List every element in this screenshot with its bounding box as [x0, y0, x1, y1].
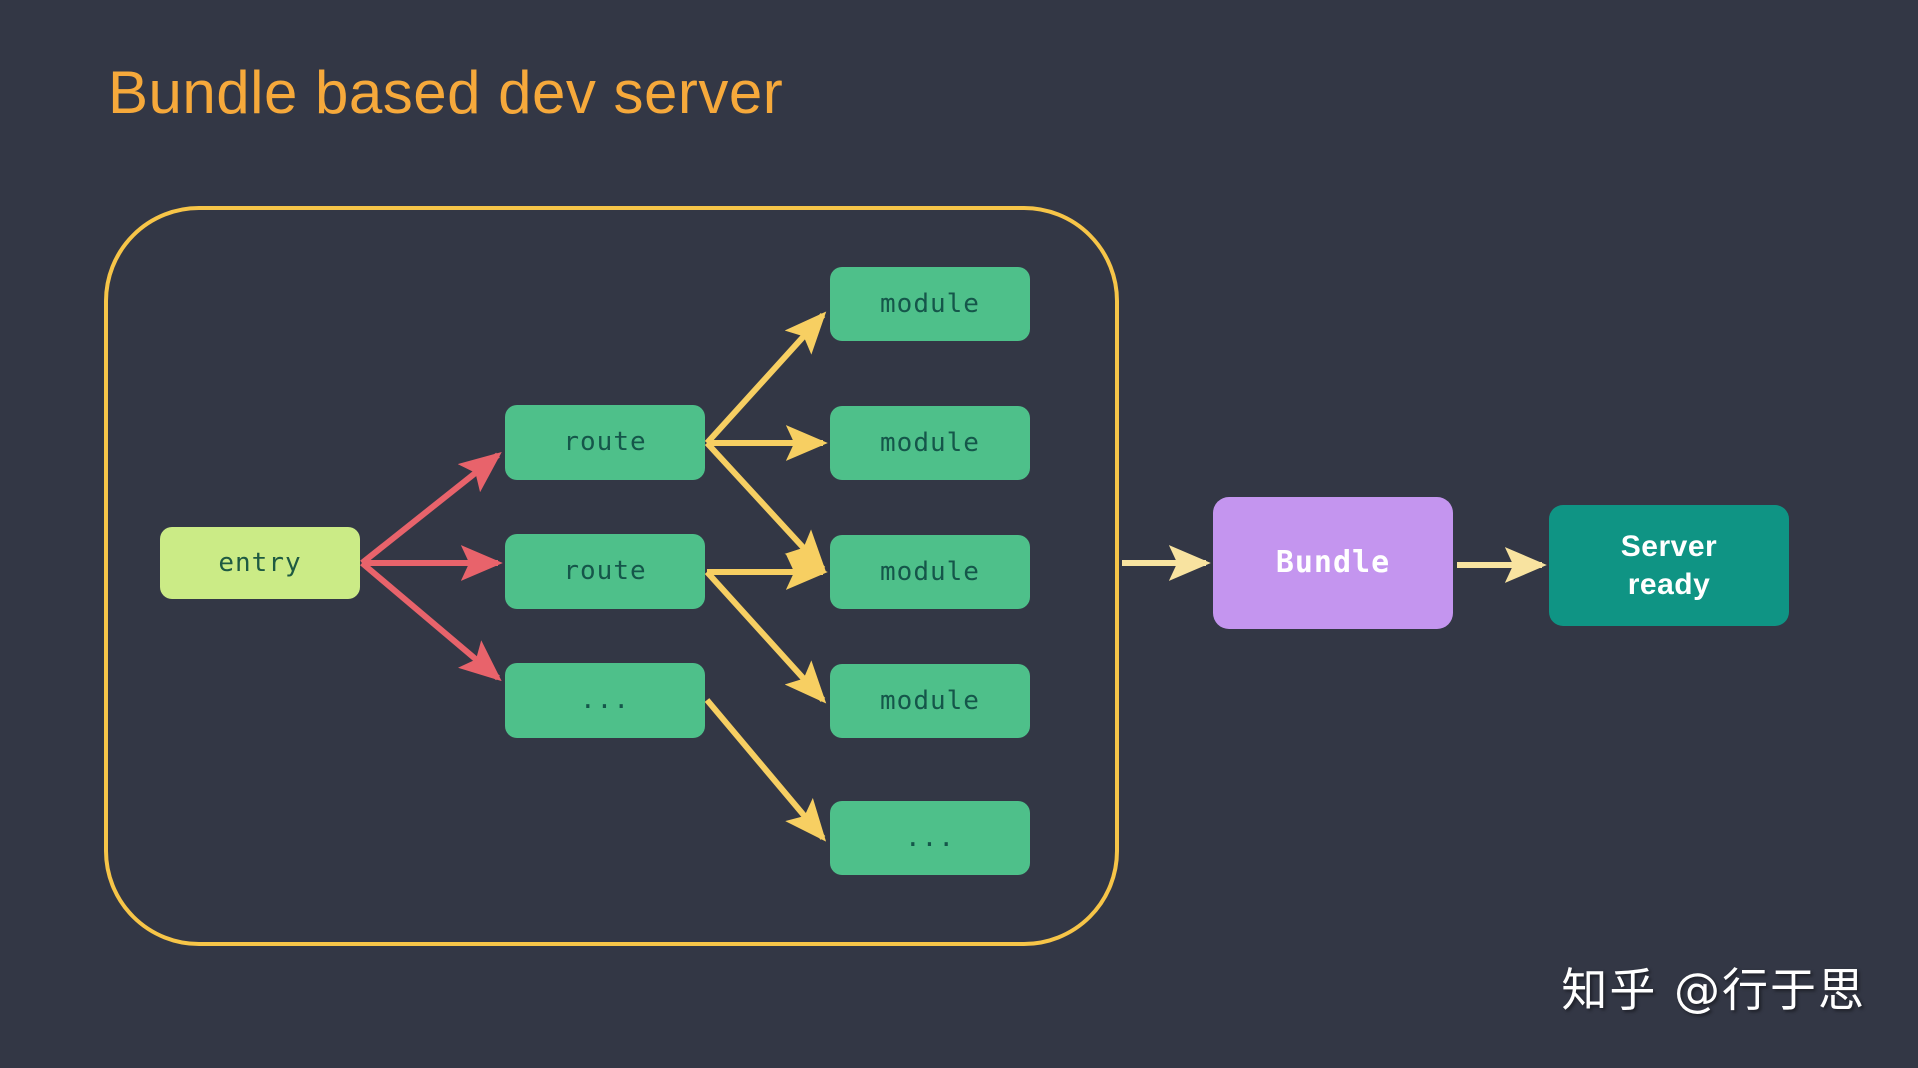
node-module-1[interactable]: module [830, 267, 1030, 341]
page-title: Bundle based dev server [108, 59, 784, 126]
node-route-2-label: route [563, 556, 647, 587]
node-module-3-label: module [880, 556, 980, 587]
node-entry-label: entry [218, 547, 302, 578]
node-server-ready-label: Server ready [1620, 530, 1718, 601]
edge-route3-to-module5 [704, 698, 827, 842]
node-route-2[interactable]: route [505, 534, 705, 609]
edge-entry-to-route3 [360, 560, 502, 682]
node-module-3[interactable]: module [830, 535, 1030, 609]
node-route-1-label: route [563, 427, 647, 458]
node-module-4[interactable]: module [830, 664, 1030, 738]
node-bundle[interactable]: Bundle [1213, 497, 1453, 629]
node-module-4-label: module [880, 685, 980, 716]
node-module-ellipsis-label: ... [905, 822, 955, 853]
edge-route1-to-module3 [704, 440, 827, 573]
node-route-ellipsis[interactable]: ... [505, 663, 705, 738]
node-server-ready[interactable]: Server ready [1549, 505, 1789, 626]
node-module-ellipsis[interactable]: ... [830, 801, 1030, 875]
node-route-1[interactable]: route [505, 405, 705, 480]
node-entry[interactable]: entry [160, 527, 360, 599]
bundle-scope-frame [104, 206, 1119, 946]
node-module-2-label: module [880, 427, 980, 458]
edge-route1-to-module1 [704, 311, 827, 446]
node-module-1-label: module [880, 288, 980, 319]
edge-route2-to-module4 [704, 569, 827, 704]
node-route-ellipsis-label: ... [580, 685, 630, 716]
watermark: 知乎 @行于思 [1561, 963, 1866, 1017]
edge-entry-to-route1 [360, 452, 502, 566]
node-module-2[interactable]: module [830, 406, 1030, 480]
node-bundle-label: Bundle [1275, 545, 1391, 581]
